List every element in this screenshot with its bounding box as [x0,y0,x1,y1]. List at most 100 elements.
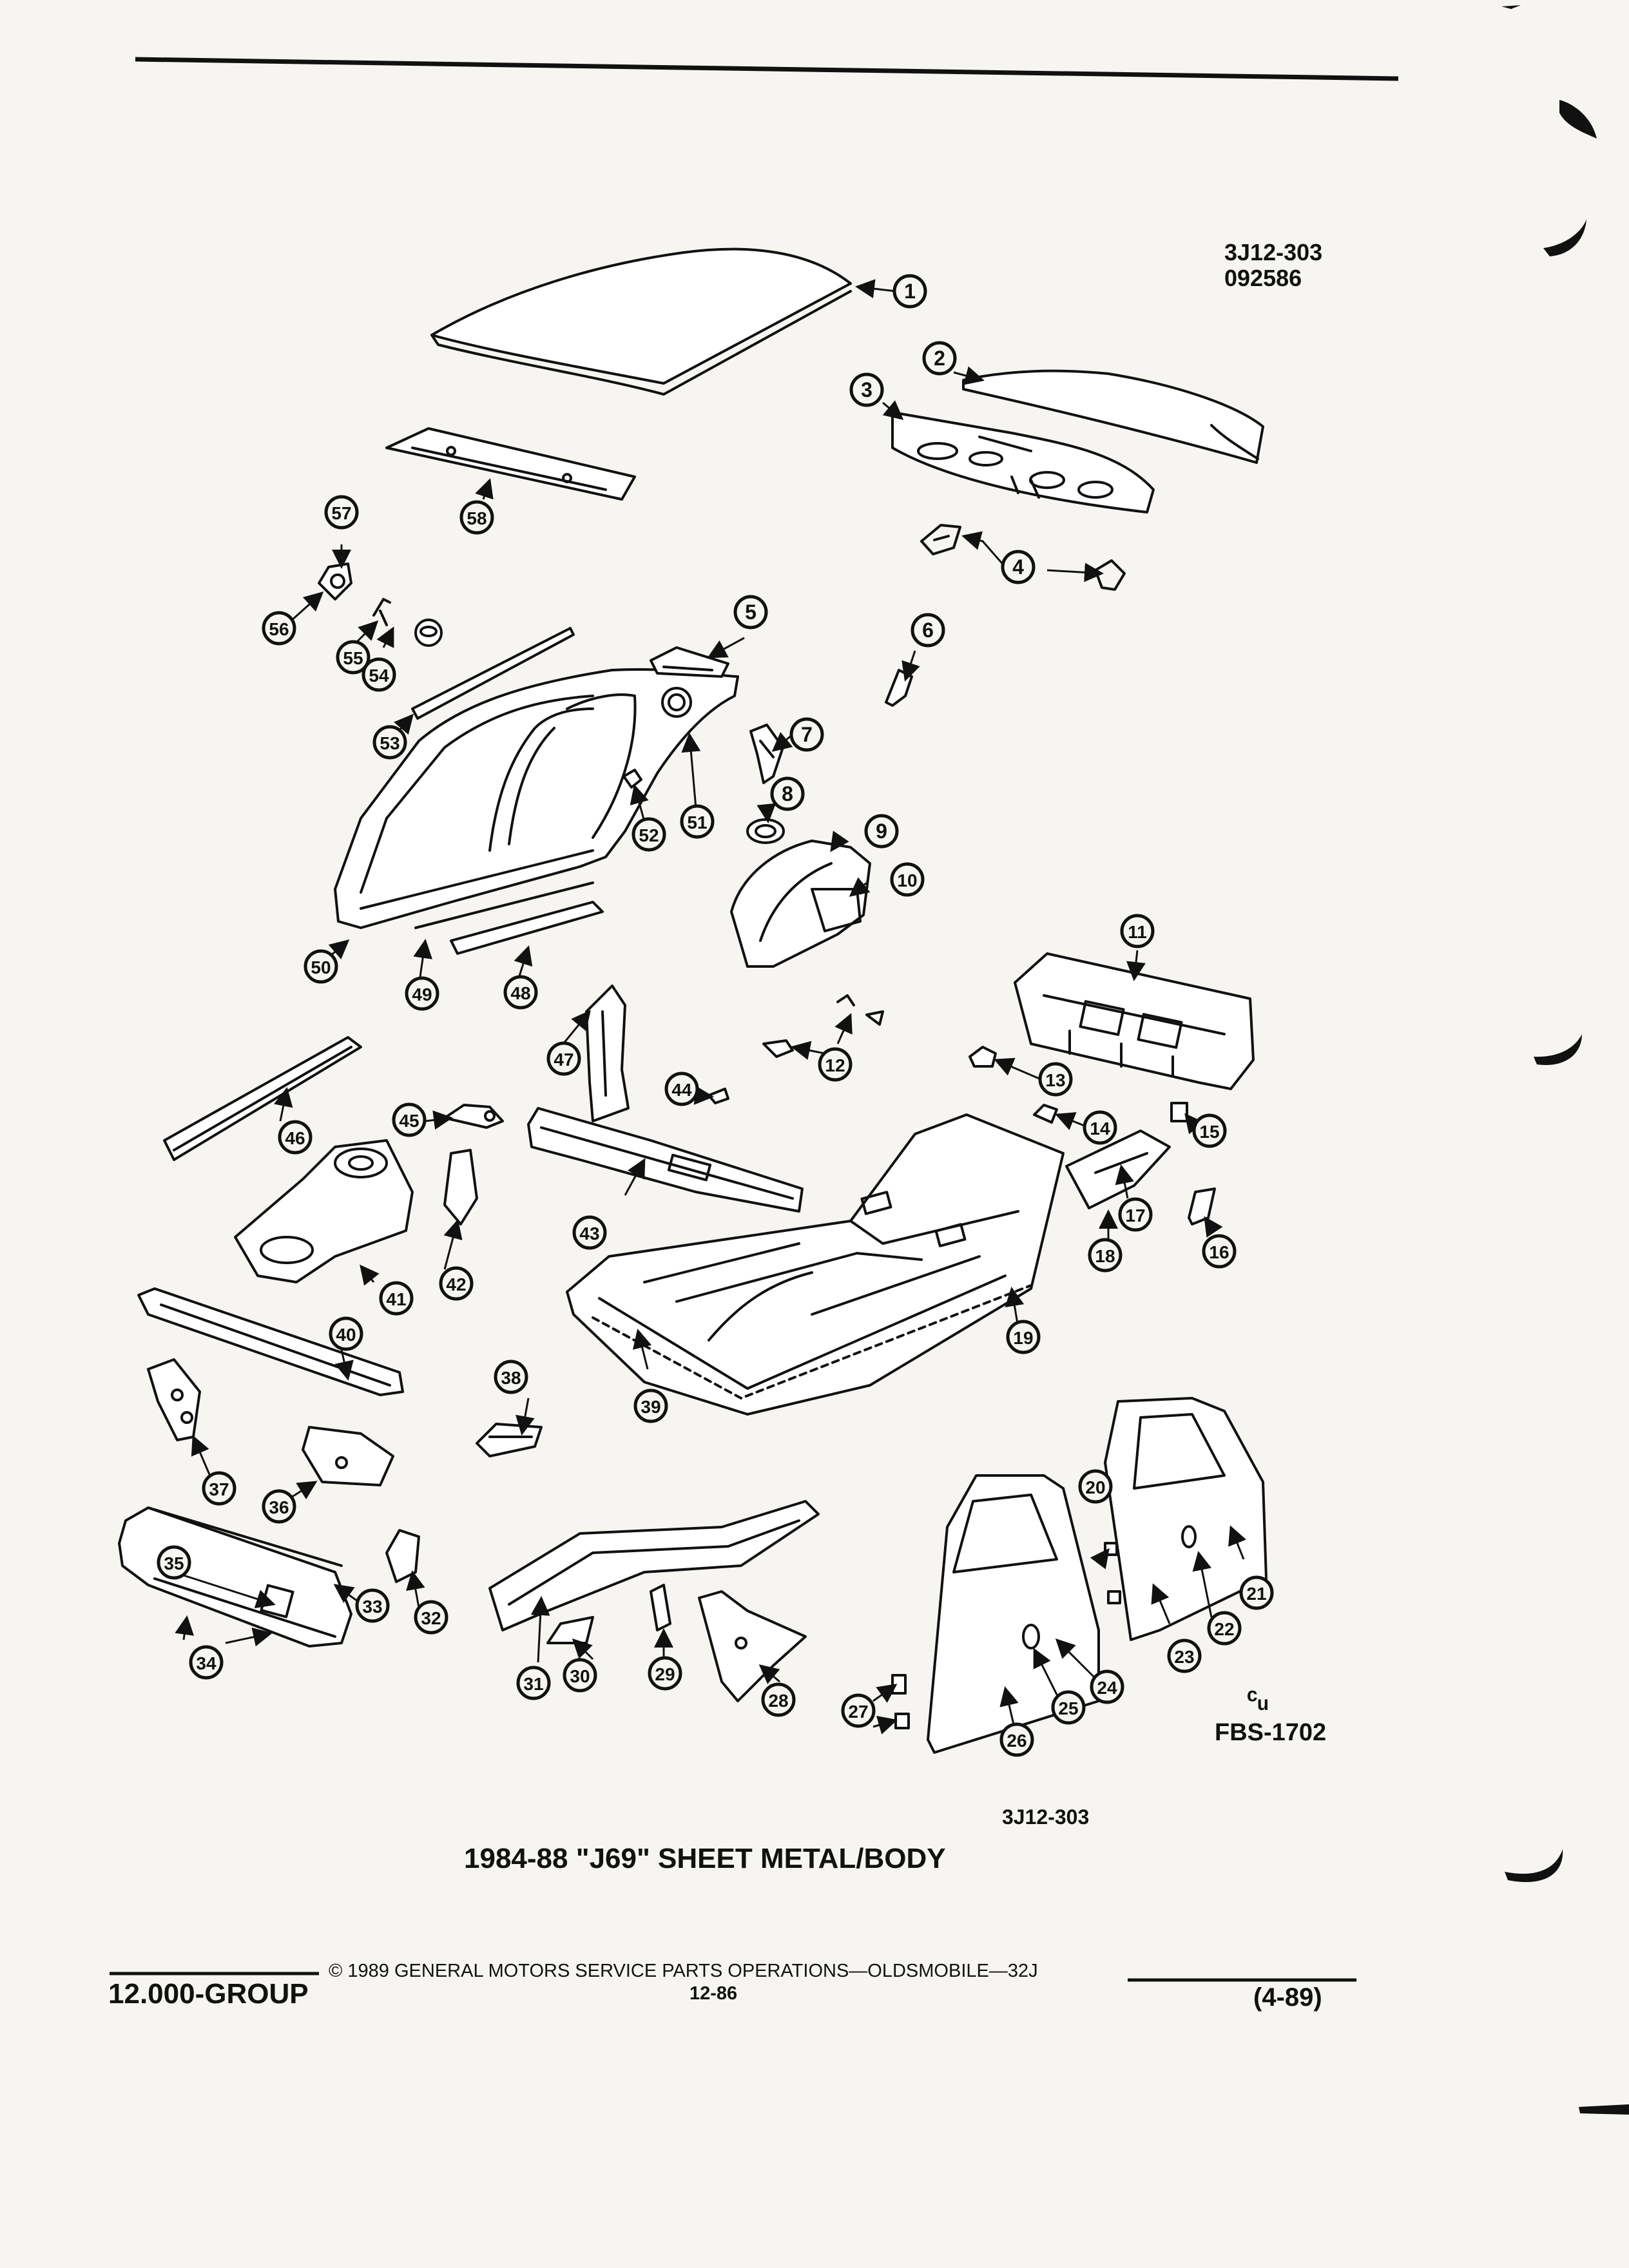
callout-43: 43 [572,1215,607,1250]
callout-circle [278,1120,313,1155]
callout-circle [1078,1469,1113,1504]
top-rule [135,57,1399,81]
callout-circle [1083,1110,1117,1145]
callout-46: 46 [278,1120,313,1155]
callout-12: 12 [818,1047,853,1082]
callout-number: 20 [1085,1477,1105,1497]
callout-33: 33 [355,1588,390,1623]
callout-circle [841,1693,876,1728]
callout-circle [336,640,371,675]
rear-wheelhouse [730,840,871,968]
callout-circle [1051,1690,1086,1725]
callout-circle [999,1722,1034,1757]
cowl-panel [527,1107,804,1213]
callout-55: 55 [336,640,371,675]
callout-44: 44 [664,1072,699,1106]
callout-circle [405,976,439,1011]
callout-number: 53 [380,733,400,753]
callout-16: 16 [1202,1234,1237,1269]
callout-circle [329,1316,363,1351]
callout-number: 29 [655,1664,675,1684]
callout-number: 47 [554,1050,574,1070]
callout-circle [392,1102,427,1137]
callout-circle [892,274,927,309]
callout-26: 26 [999,1722,1034,1757]
callout-4: 4 [1001,550,1036,584]
rocker-panel [414,881,604,955]
callout-number: 37 [209,1479,229,1499]
front-rail-upper [163,1036,362,1161]
callout-circle [361,657,396,692]
drawing-code-top: 3J12-303 092586 [1224,240,1322,291]
callout-circle [563,1658,597,1693]
callout-54: 54 [361,657,396,692]
callout-27: 27 [841,1693,876,1728]
callout-number: 27 [848,1702,868,1722]
striker-20 [1104,1542,1121,1604]
front-rail-brackets [546,1584,807,1702]
radiator-support-lower [118,1506,352,1648]
callout-1: 1 [892,274,927,309]
callout-number: 21 [1246,1584,1266,1604]
callout-circle [516,1666,551,1700]
callout-18: 18 [1088,1238,1123,1273]
callout-number: 3 [861,378,872,401]
callout-24: 24 [1090,1669,1124,1704]
deck-lid [962,369,1264,464]
callout-circle [262,1489,296,1524]
callout-circle [818,1047,853,1082]
callout-number: 42 [446,1274,466,1294]
callout-circle [1207,1611,1242,1646]
small-brackets-upper-left [318,562,443,647]
callout-2: 2 [922,341,957,376]
callout-circle [503,975,538,1010]
callout-circle [379,1281,414,1316]
callout-number: 50 [311,957,331,977]
callout-number: 14 [1090,1119,1110,1139]
drawing-code: 3J12-303 [1224,239,1323,265]
roof-panel [430,247,852,396]
callout-number: 23 [1174,1647,1194,1667]
rear-door [1104,1397,1268,1641]
callout-circle [761,1682,796,1717]
callout-45: 45 [392,1102,427,1137]
callout-number: 28 [768,1691,788,1711]
callout-number: 52 [639,825,659,845]
callout-number: 33 [362,1597,382,1617]
small-parts-14-16 [1033,1102,1216,1225]
callout-51: 51 [680,804,715,839]
callout-15: 15 [1192,1113,1227,1148]
callout-number: 5 [745,601,757,624]
callout-circle [922,341,957,376]
callout-number: 4 [1012,555,1024,579]
hinge-brackets [920,524,1126,591]
bracket-32 [385,1529,420,1583]
callout-circle [1202,1234,1237,1269]
clip-52 [622,769,642,789]
floor-pan [566,1113,1065,1416]
callout-number: 1 [904,280,916,303]
callout-10: 10 [890,862,925,897]
callout-number: 45 [399,1111,419,1131]
callout-circle [864,814,899,849]
callout-40: 40 [329,1316,363,1351]
callout-56: 56 [262,611,296,646]
callout-58: 58 [459,500,494,535]
callout-number: 49 [412,985,432,1004]
callout-circle [664,1072,699,1106]
callout-21: 21 [1239,1575,1274,1610]
callout-number: 39 [641,1397,660,1417]
callout-number: 18 [1095,1246,1115,1266]
callout-11: 11 [1120,914,1155,948]
callout-circle [631,817,666,852]
callout-41: 41 [379,1281,414,1316]
callout-number: 19 [1013,1328,1033,1348]
callout-48: 48 [503,975,538,1010]
callout-19: 19 [1006,1320,1041,1354]
callout-32: 32 [414,1600,448,1635]
callout-31: 31 [516,1666,551,1700]
callout-number: 6 [922,619,934,642]
callout-circle [633,1389,668,1423]
